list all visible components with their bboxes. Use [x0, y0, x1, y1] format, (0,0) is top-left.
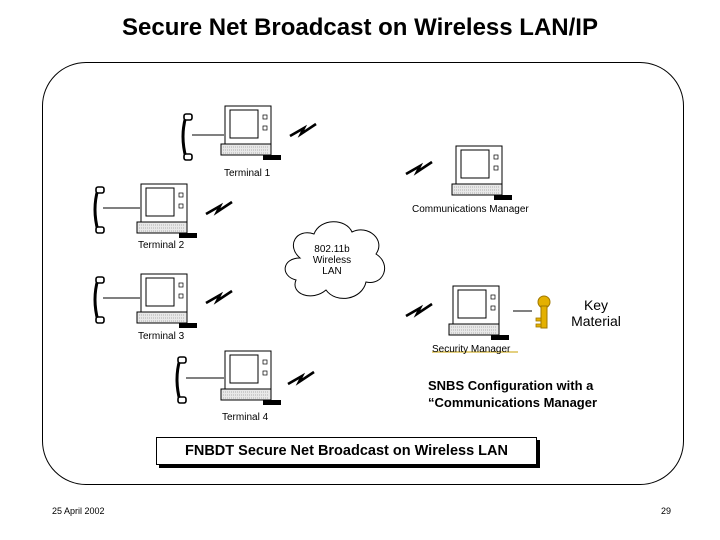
cloud-label-line-1: 802.11b: [314, 244, 350, 255]
key-label-line-2: Material: [571, 313, 621, 329]
terminal-2-label: Terminal 2: [138, 240, 185, 251]
network-cloud-icon: [284, 221, 386, 299]
terminal-1-computer-icon: [220, 105, 282, 161]
terminal-3-wireless-link-icon: [204, 289, 234, 305]
terminal-3-telephone-icon: [93, 275, 106, 325]
terminal-1-telephone-icon: [181, 112, 194, 162]
comm-manager-wireless-link-icon: [404, 160, 434, 176]
diagram-frame: [42, 62, 684, 485]
terminal-1-label: Terminal 1: [224, 168, 271, 179]
config-note-line-2: “Communications Manager: [428, 395, 598, 410]
security-manager-wireless-link-icon: [404, 302, 434, 318]
terminal-3-computer-icon: [136, 273, 198, 329]
comm-manager-computer-icon: [451, 145, 513, 201]
terminal-4-telephone-icon: [175, 355, 188, 405]
security-manager-computer-icon: [448, 285, 510, 341]
key-icon: [535, 295, 551, 329]
config-note: SNBS Configuration with a “Communication…: [428, 377, 597, 411]
key-label-line-1: Key: [583, 297, 609, 313]
terminal-4-wireless-link-icon: [286, 370, 316, 386]
terminal-2-computer-icon: [136, 183, 198, 239]
key-material-label: Key Material: [560, 297, 632, 329]
terminal-1-wireless-link-icon: [288, 122, 318, 138]
cloud-label: 802.11b Wireless LAN: [296, 244, 368, 277]
terminal-4-label: Terminal 4: [222, 412, 269, 423]
terminal-2-wireless-link-icon: [204, 200, 234, 216]
cloud-label-line-3: LAN: [322, 266, 342, 277]
terminal-2-telephone-icon: [93, 185, 106, 235]
config-note-line-1: SNBS Configuration with a: [428, 378, 594, 393]
caption-box: FNBDT Secure Net Broadcast on Wireless L…: [156, 437, 537, 465]
page-number: 29: [661, 506, 672, 516]
comm-manager-label: Communications Manager: [412, 204, 529, 215]
terminal-4-computer-icon: [220, 350, 282, 406]
security-manager-label: Security Manager: [432, 344, 511, 355]
footer-date: 25 April 2002: [52, 506, 105, 516]
cloud-label-line-2: Wireless: [312, 255, 352, 266]
terminal-3-label: Terminal 3: [138, 331, 185, 342]
slide-title: Secure Net Broadcast on Wireless LAN/IP: [122, 14, 598, 41]
